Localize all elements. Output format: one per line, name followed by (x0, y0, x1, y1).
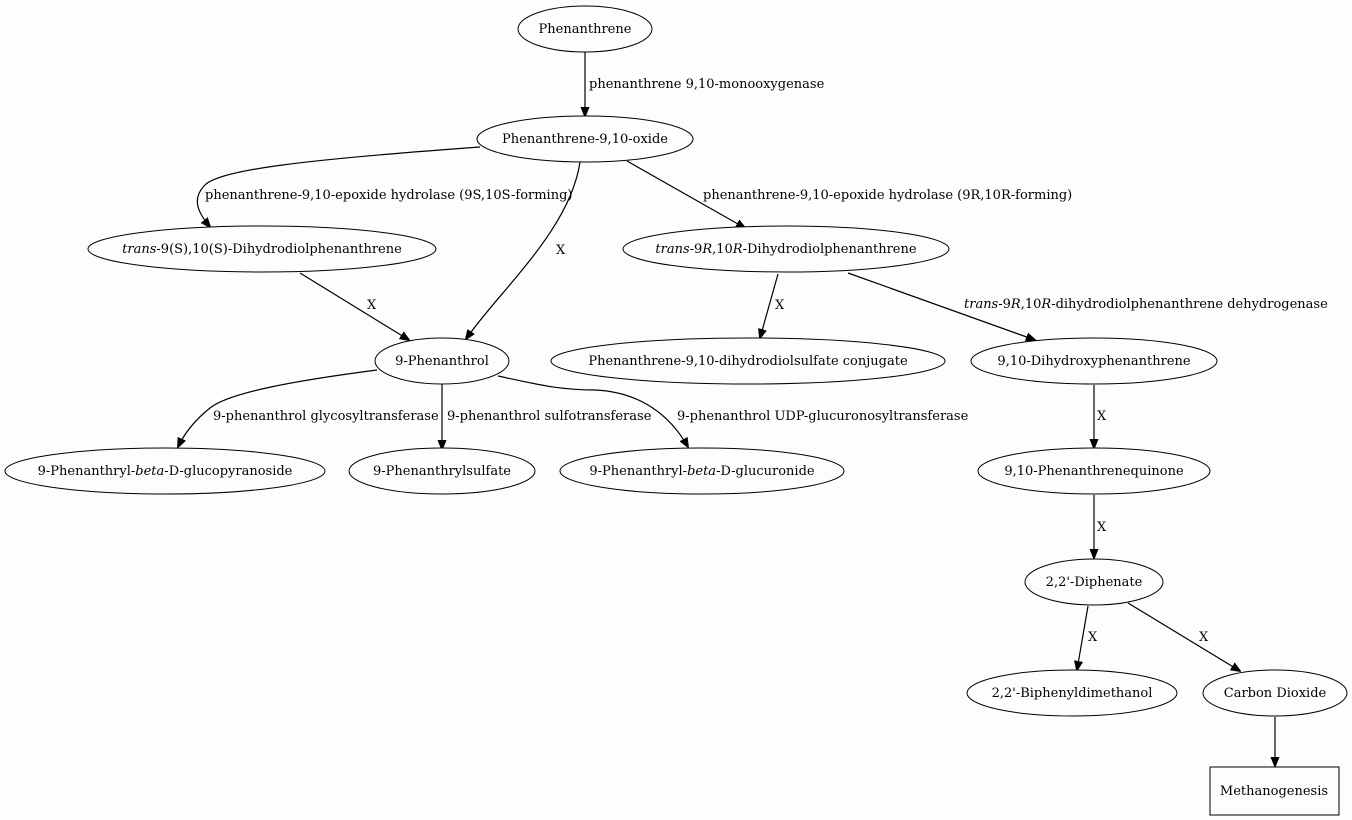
node-diphenate: 2,2'-Diphenate (1024, 558, 1164, 606)
edge-label: X (1097, 409, 1107, 424)
svg-text:Carbon Dioxide: Carbon Dioxide (1224, 686, 1327, 701)
node-sulfate-conjugate: Phenanthrene-9,10-dihydrodiolsulfate con… (550, 337, 946, 385)
svg-text:Phenanthrene: Phenanthrene (539, 22, 632, 37)
svg-text:2,2'-Diphenate: 2,2'-Diphenate (1046, 575, 1143, 590)
node-phenanthrylsulfate: 9-Phenanthrylsulfate (348, 447, 536, 495)
edge-phenanthrene-to-oxide: phenanthrene 9,10-monooxygenase (585, 52, 825, 116)
edge-label: X (367, 298, 377, 313)
svg-text:9,10-Dihydroxyphenanthrene: 9,10-Dihydroxyphenanthrene (997, 354, 1190, 369)
edge-label: 9-phenanthrol UDP-glucuronosyltransferas… (677, 409, 969, 424)
edge-diol-ss-to-phenanthrol: X (299, 272, 409, 340)
edge-label: X (775, 298, 785, 313)
node-glucuronide: 9-Phenanthryl-beta-D-glucuronide (559, 447, 845, 495)
edge-label: 9-phenanthrol glycosyltransferase (213, 409, 439, 424)
edge-phenanthrol-to-phenanthrylsulfate: 9-phenanthrol sulfotransferase (442, 384, 652, 449)
edge-oxide-to-phenanthrol: X (466, 161, 581, 339)
edge-label: 9-phenanthrol sulfotransferase (447, 409, 652, 424)
edge-diphenate-to-co2: X (1127, 602, 1240, 671)
svg-text:trans-9R,10R-Dihydrodiolphenan: trans-9R,10R-Dihydrodiolphenanthrene (655, 242, 916, 257)
edge-label: X (1199, 630, 1209, 645)
node-carbon-dioxide: Carbon Dioxide (1202, 669, 1348, 717)
node-phenanthrene-oxide: Phenanthrene-9,10-oxide (476, 115, 694, 163)
svg-text:2,2'-Biphenyldimethanol: 2,2'-Biphenyldimethanol (992, 686, 1153, 701)
node-diol-ss: trans-9(S),10(S)-Dihydrodiolphenanthrene (87, 225, 437, 273)
svg-text:9-Phenanthrol: 9-Phenanthrol (395, 354, 489, 369)
node-phenanthrene: Phenanthrene (517, 5, 653, 53)
svg-text:Phenanthrene-9,10-oxide: Phenanthrene-9,10-oxide (502, 132, 668, 147)
edge-label: X (556, 243, 566, 258)
edge-quinone-to-diphenate: X (1094, 495, 1107, 558)
node-9-phenanthrol: 9-Phenanthrol (374, 337, 510, 385)
svg-text:9-Phenanthryl-beta-D-glucopyra: 9-Phenanthryl-beta-D-glucopyranoside (38, 464, 293, 479)
node-biphenyldimethanol: 2,2'-Biphenyldimethanol (966, 669, 1178, 717)
node-phenanthrenequinone: 9,10-Phenanthrenequinone (977, 447, 1211, 495)
edge-label: trans-9R,10R-dihydrodiolphenanthrene deh… (964, 297, 1328, 312)
edge-label: phenanthrene-9,10-epoxide hydrolase (9S,… (205, 188, 573, 203)
edge-label: X (1088, 630, 1098, 645)
edge-diphenate-to-biphenyldimethanol: X (1077, 605, 1098, 670)
node-dihydroxyphenanthrene: 9,10-Dihydroxyphenanthrene (970, 337, 1218, 385)
edge-oxide-to-diol-ss: phenanthrene-9,10-epoxide hydrolase (9S,… (196, 146, 573, 227)
edge-phenanthrol-to-glucuronide: 9-phenanthrol UDP-glucuronosyltransferas… (497, 375, 969, 447)
edge-label: phenanthrene 9,10-monooxygenase (589, 77, 825, 92)
svg-text:Methanogenesis: Methanogenesis (1220, 784, 1328, 799)
edge-diol-rr-to-sulfate-conj: X (760, 273, 785, 338)
edge-dihydroxy-to-quinone: X (1094, 385, 1107, 448)
edge-phenanthrol-to-glucopyranoside: 9-phenanthrol glycosyltransferase (178, 369, 439, 447)
svg-text:9,10-Phenanthrenequinone: 9,10-Phenanthrenequinone (1004, 464, 1184, 479)
edge-diol-rr-to-dihydroxy: trans-9R,10R-dihydrodiolphenanthrene deh… (847, 272, 1328, 340)
edge-label: phenanthrene-9,10-epoxide hydrolase (9R,… (703, 188, 1072, 203)
edge-label: X (1097, 520, 1107, 535)
node-diol-rr: trans-9R,10R-Dihydrodiolphenanthrene (622, 225, 950, 273)
node-methanogenesis: Methanogenesis (1209, 766, 1340, 816)
svg-text:9-Phenanthryl-beta-D-glucuroni: 9-Phenanthryl-beta-D-glucuronide (589, 464, 815, 479)
svg-text:Phenanthrene-9,10-dihydrodiols: Phenanthrene-9,10-dihydrodiolsulfate con… (588, 354, 908, 369)
node-glucopyranoside: 9-Phenanthryl-beta-D-glucopyranoside (4, 447, 326, 495)
edge-oxide-to-diol-rr: phenanthrene-9,10-epoxide hydrolase (9R,… (626, 160, 1072, 228)
svg-text:9-Phenanthrylsulfate: 9-Phenanthrylsulfate (373, 464, 511, 479)
svg-text:trans-9(S),10(S)-Dihydrodiolph: trans-9(S),10(S)-Dihydrodiolphenanthrene (122, 242, 402, 257)
